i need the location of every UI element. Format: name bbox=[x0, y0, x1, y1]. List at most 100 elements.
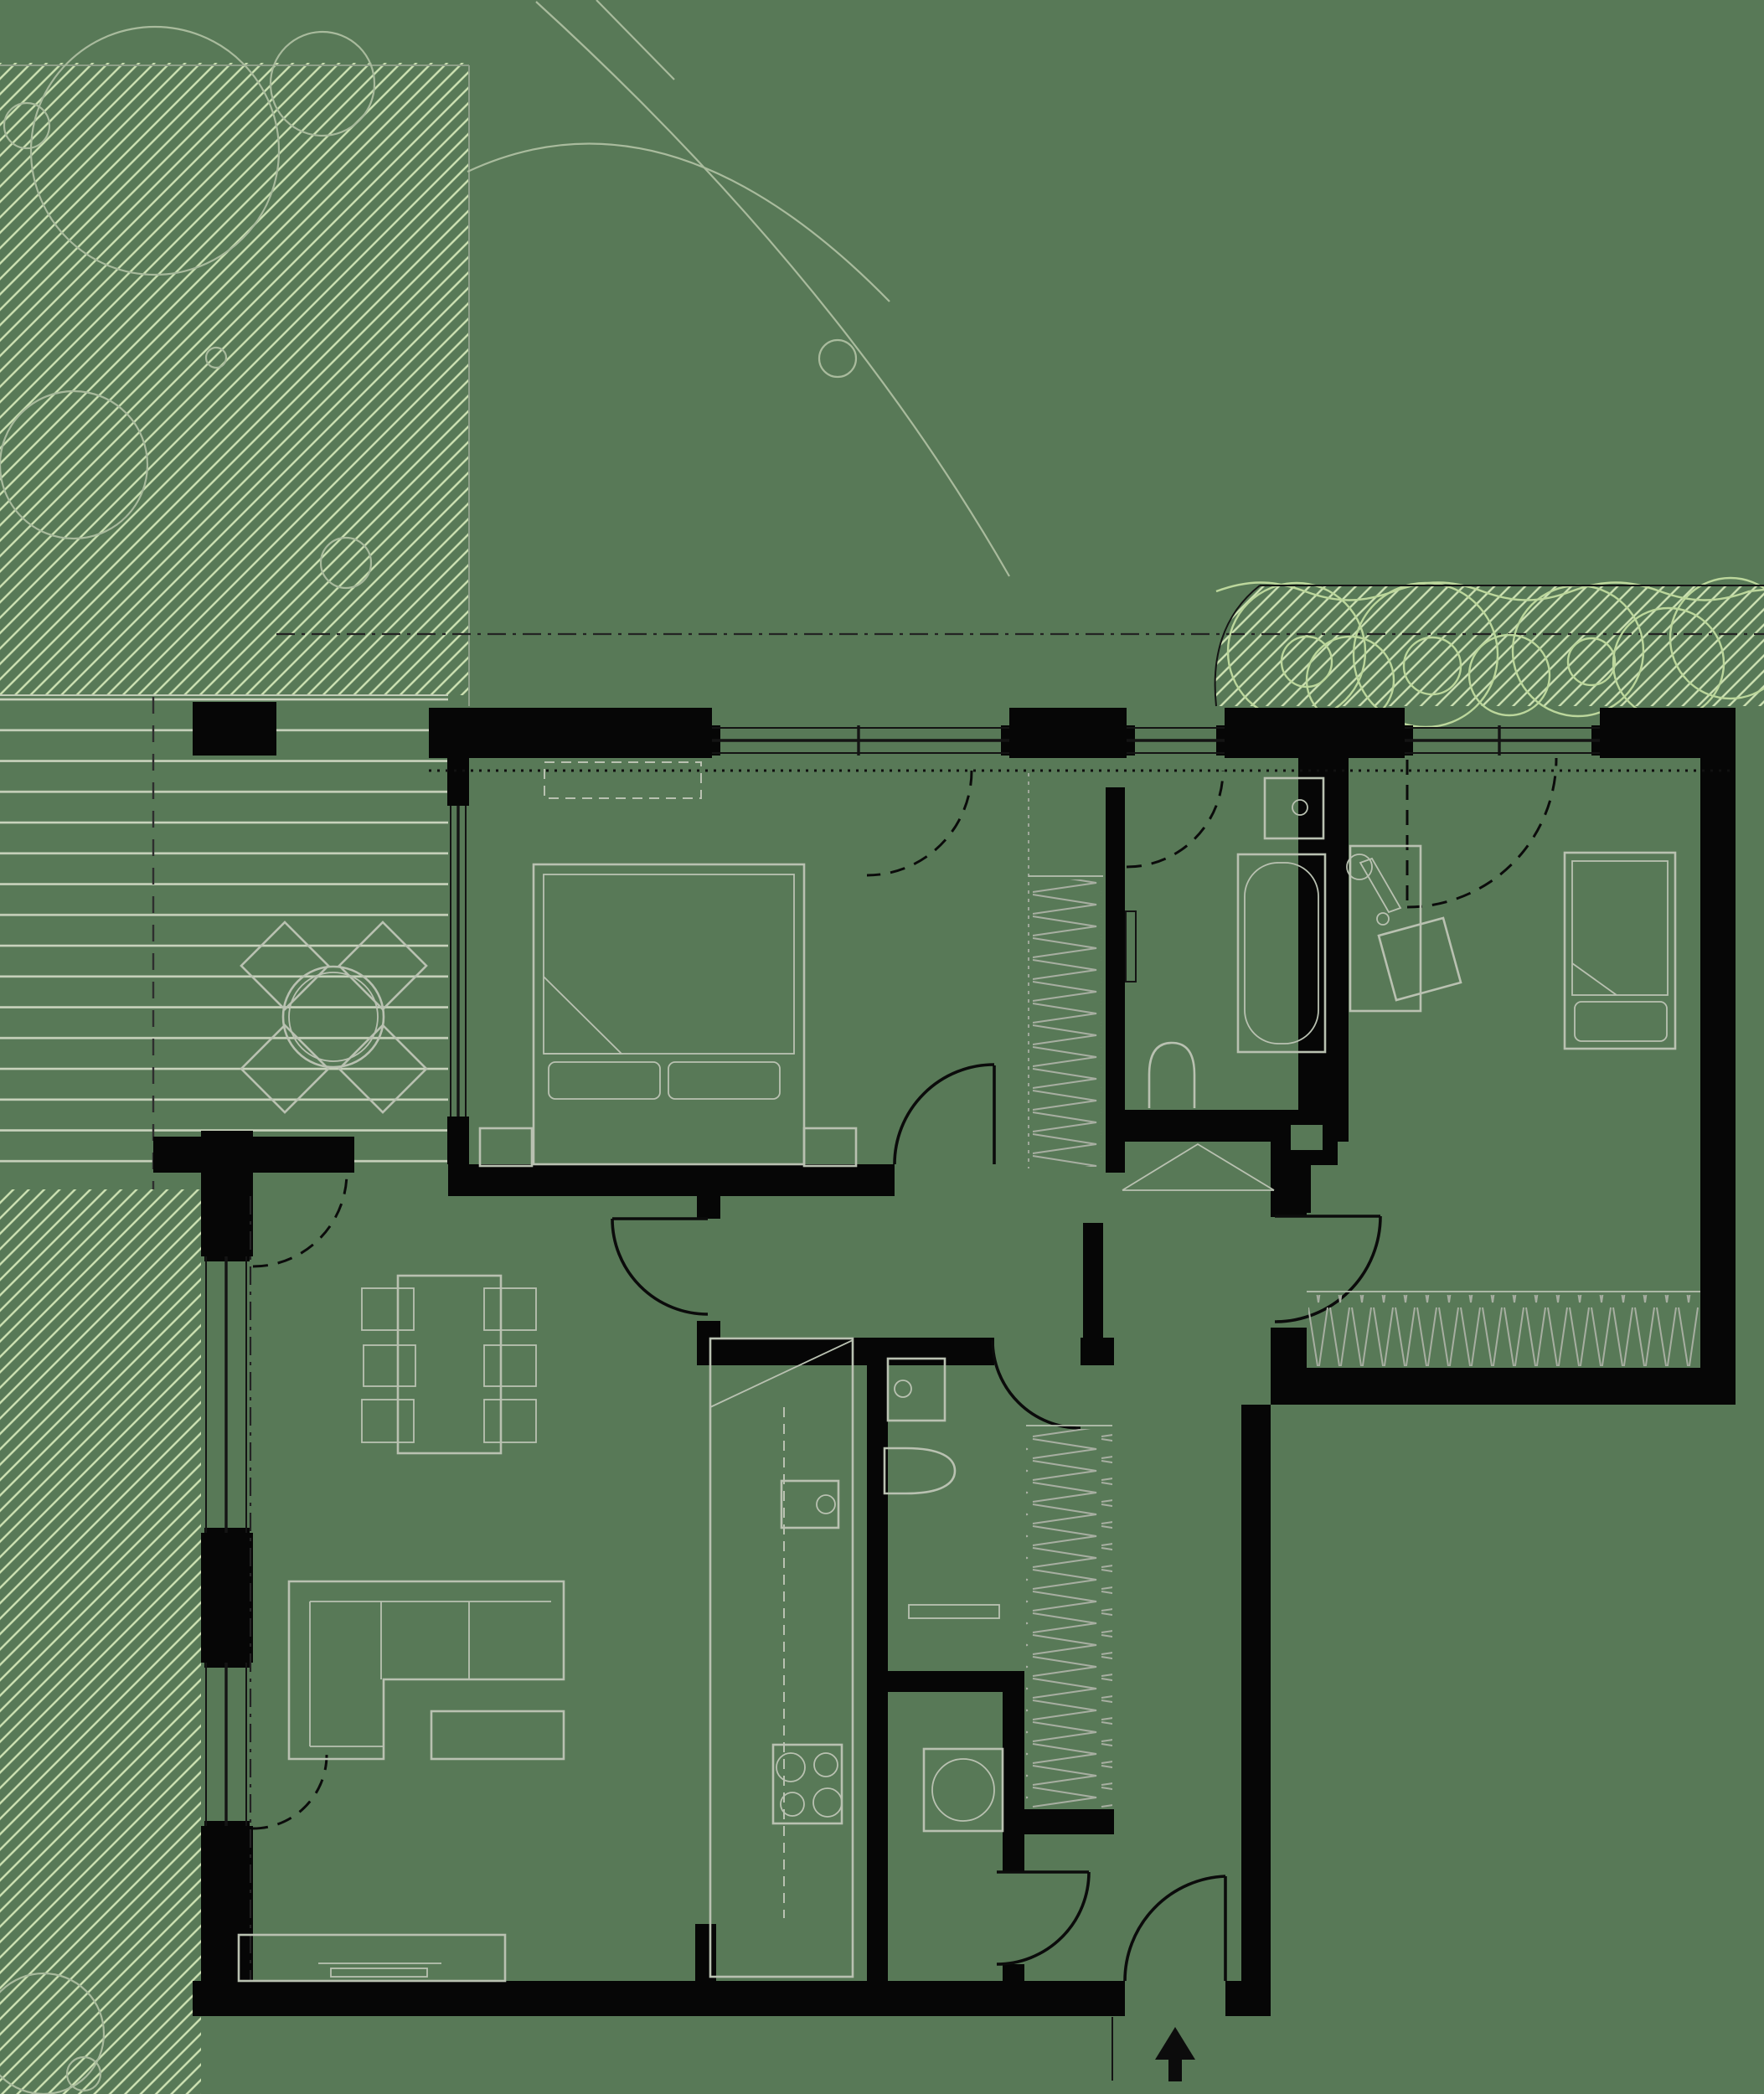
tree-outline bbox=[204, 346, 228, 369]
bedroom1-furniture bbox=[478, 761, 858, 1168]
laundry-fixtures bbox=[922, 1425, 1112, 1833]
cooktop bbox=[771, 1743, 843, 1825]
shrub-outline bbox=[1467, 633, 1551, 717]
tree-branch-arc bbox=[535, 1, 1010, 577]
wall-top-a bbox=[429, 708, 712, 758]
wc-washbasin-faucet bbox=[894, 1380, 912, 1398]
door-arc-living bbox=[611, 1218, 709, 1316]
planting-bed-hatch bbox=[1215, 585, 1764, 706]
wall-laundry-east-stub bbox=[1003, 1964, 1024, 1981]
desk-chair bbox=[1377, 916, 1462, 1002]
tree-branch-arc bbox=[467, 142, 890, 302]
annotations bbox=[1155, 2027, 1195, 2081]
door-arc-laundry bbox=[996, 1871, 1091, 1966]
tree-outline bbox=[29, 25, 281, 276]
planting-bed-border bbox=[1214, 585, 1261, 707]
shrub-outline bbox=[1669, 576, 1764, 700]
doors bbox=[252, 757, 1558, 1982]
desk-lamp bbox=[1346, 854, 1373, 880]
double-bed-duvet bbox=[543, 874, 795, 1055]
door-arc-bedroom2 bbox=[1274, 1215, 1382, 1323]
wall-west-window-cap-b bbox=[447, 1117, 469, 1164]
nightstand bbox=[478, 1127, 534, 1168]
wall-top-c bbox=[1225, 708, 1405, 758]
wall-right bbox=[1700, 708, 1736, 1405]
pillow bbox=[548, 1061, 661, 1100]
wc-toilet bbox=[883, 1447, 957, 1495]
door-arc-bedroom1 bbox=[893, 1063, 995, 1165]
dining-table bbox=[396, 1274, 503, 1455]
desk-monitor bbox=[1359, 857, 1402, 914]
wall-west-pier-c bbox=[201, 1826, 253, 2016]
kitchen-counter-diagonal bbox=[709, 1339, 854, 1408]
dining-chair bbox=[483, 1399, 537, 1443]
washing-machine-drum bbox=[931, 1758, 995, 1822]
wall-terrace-stub bbox=[193, 702, 276, 756]
cooktop-burner bbox=[776, 1752, 806, 1782]
terrace-furniture bbox=[240, 921, 428, 1114]
windows bbox=[205, 725, 1736, 1981]
toilet bbox=[1148, 1041, 1196, 1108]
door-arc-entrance bbox=[1123, 1875, 1226, 1982]
cooktop-burner bbox=[813, 1752, 838, 1777]
wall-kitchen-top bbox=[697, 1338, 994, 1365]
nightstand bbox=[802, 1127, 858, 1168]
desk-mouse bbox=[1376, 912, 1390, 926]
wall-kitchen-top-east bbox=[1081, 1338, 1114, 1365]
wall-west-pier-b bbox=[201, 1533, 253, 1663]
bathtub-inner bbox=[1244, 862, 1319, 1044]
tree-outline bbox=[0, 1972, 106, 2094]
window-swing-terrace-a bbox=[252, 1172, 348, 1268]
dining-chair bbox=[361, 1287, 415, 1331]
coffee-table bbox=[430, 1710, 565, 1761]
washbasin-faucet bbox=[1292, 799, 1308, 816]
tree-branch-line bbox=[596, 0, 675, 80]
walls bbox=[153, 702, 1736, 2016]
wc-shelf bbox=[908, 1604, 1000, 1619]
wall-bedroom2-bottom bbox=[1271, 1368, 1736, 1405]
wall-living-pier-a bbox=[697, 1195, 720, 1219]
shaft-cross bbox=[1122, 1142, 1275, 1191]
shrub-outline bbox=[1280, 635, 1333, 689]
pillow bbox=[1574, 1001, 1668, 1042]
wardrobe-bedroom2 bbox=[1308, 1295, 1699, 1366]
tv-sideboard bbox=[237, 1933, 507, 1983]
terrace-table-inner bbox=[288, 972, 379, 1062]
wall-wc-laundry-divider bbox=[888, 1671, 1024, 1692]
kitchen-sink bbox=[780, 1479, 840, 1529]
bedroom2-furniture bbox=[1307, 844, 1700, 1366]
wall-top-b bbox=[1009, 708, 1127, 758]
single-bed bbox=[1563, 851, 1677, 1050]
bathroom-fixtures bbox=[1125, 776, 1327, 1108]
pillow bbox=[668, 1061, 781, 1100]
wall-bedroom1-bottom bbox=[448, 1164, 895, 1196]
garden-area-topleft bbox=[0, 63, 469, 695]
kitchen-counter bbox=[709, 1337, 854, 1978]
wc-washbasin bbox=[886, 1357, 946, 1422]
dining-chair bbox=[361, 1399, 415, 1443]
terrace-chair bbox=[240, 1024, 330, 1114]
shrub-outline bbox=[1402, 636, 1462, 696]
double-bed bbox=[532, 863, 806, 1166]
wall-wardrobe-bottom-bar bbox=[1019, 1809, 1114, 1834]
wall-terrace-bar bbox=[153, 1137, 354, 1173]
tv-base bbox=[330, 1968, 428, 1978]
shrub-wavy-line bbox=[1215, 581, 1764, 601]
window-swing-bedroom2 bbox=[1406, 757, 1558, 909]
wall-corridor-east bbox=[1241, 1405, 1271, 2016]
single-bed-duvet bbox=[1571, 860, 1669, 996]
shaft-ring-core bbox=[1291, 1125, 1323, 1150]
terrace-chair bbox=[338, 921, 428, 1011]
tree-outline bbox=[319, 536, 373, 590]
window-swing-bedroom1 bbox=[866, 770, 973, 877]
hall-niche bbox=[1028, 773, 1275, 1191]
corner-sofa bbox=[287, 1580, 565, 1761]
tree-outline bbox=[65, 2055, 102, 2092]
bathtub bbox=[1236, 853, 1327, 1054]
window-swing-bathroom bbox=[1126, 770, 1225, 869]
wall-laundry-east bbox=[1003, 1671, 1024, 1872]
